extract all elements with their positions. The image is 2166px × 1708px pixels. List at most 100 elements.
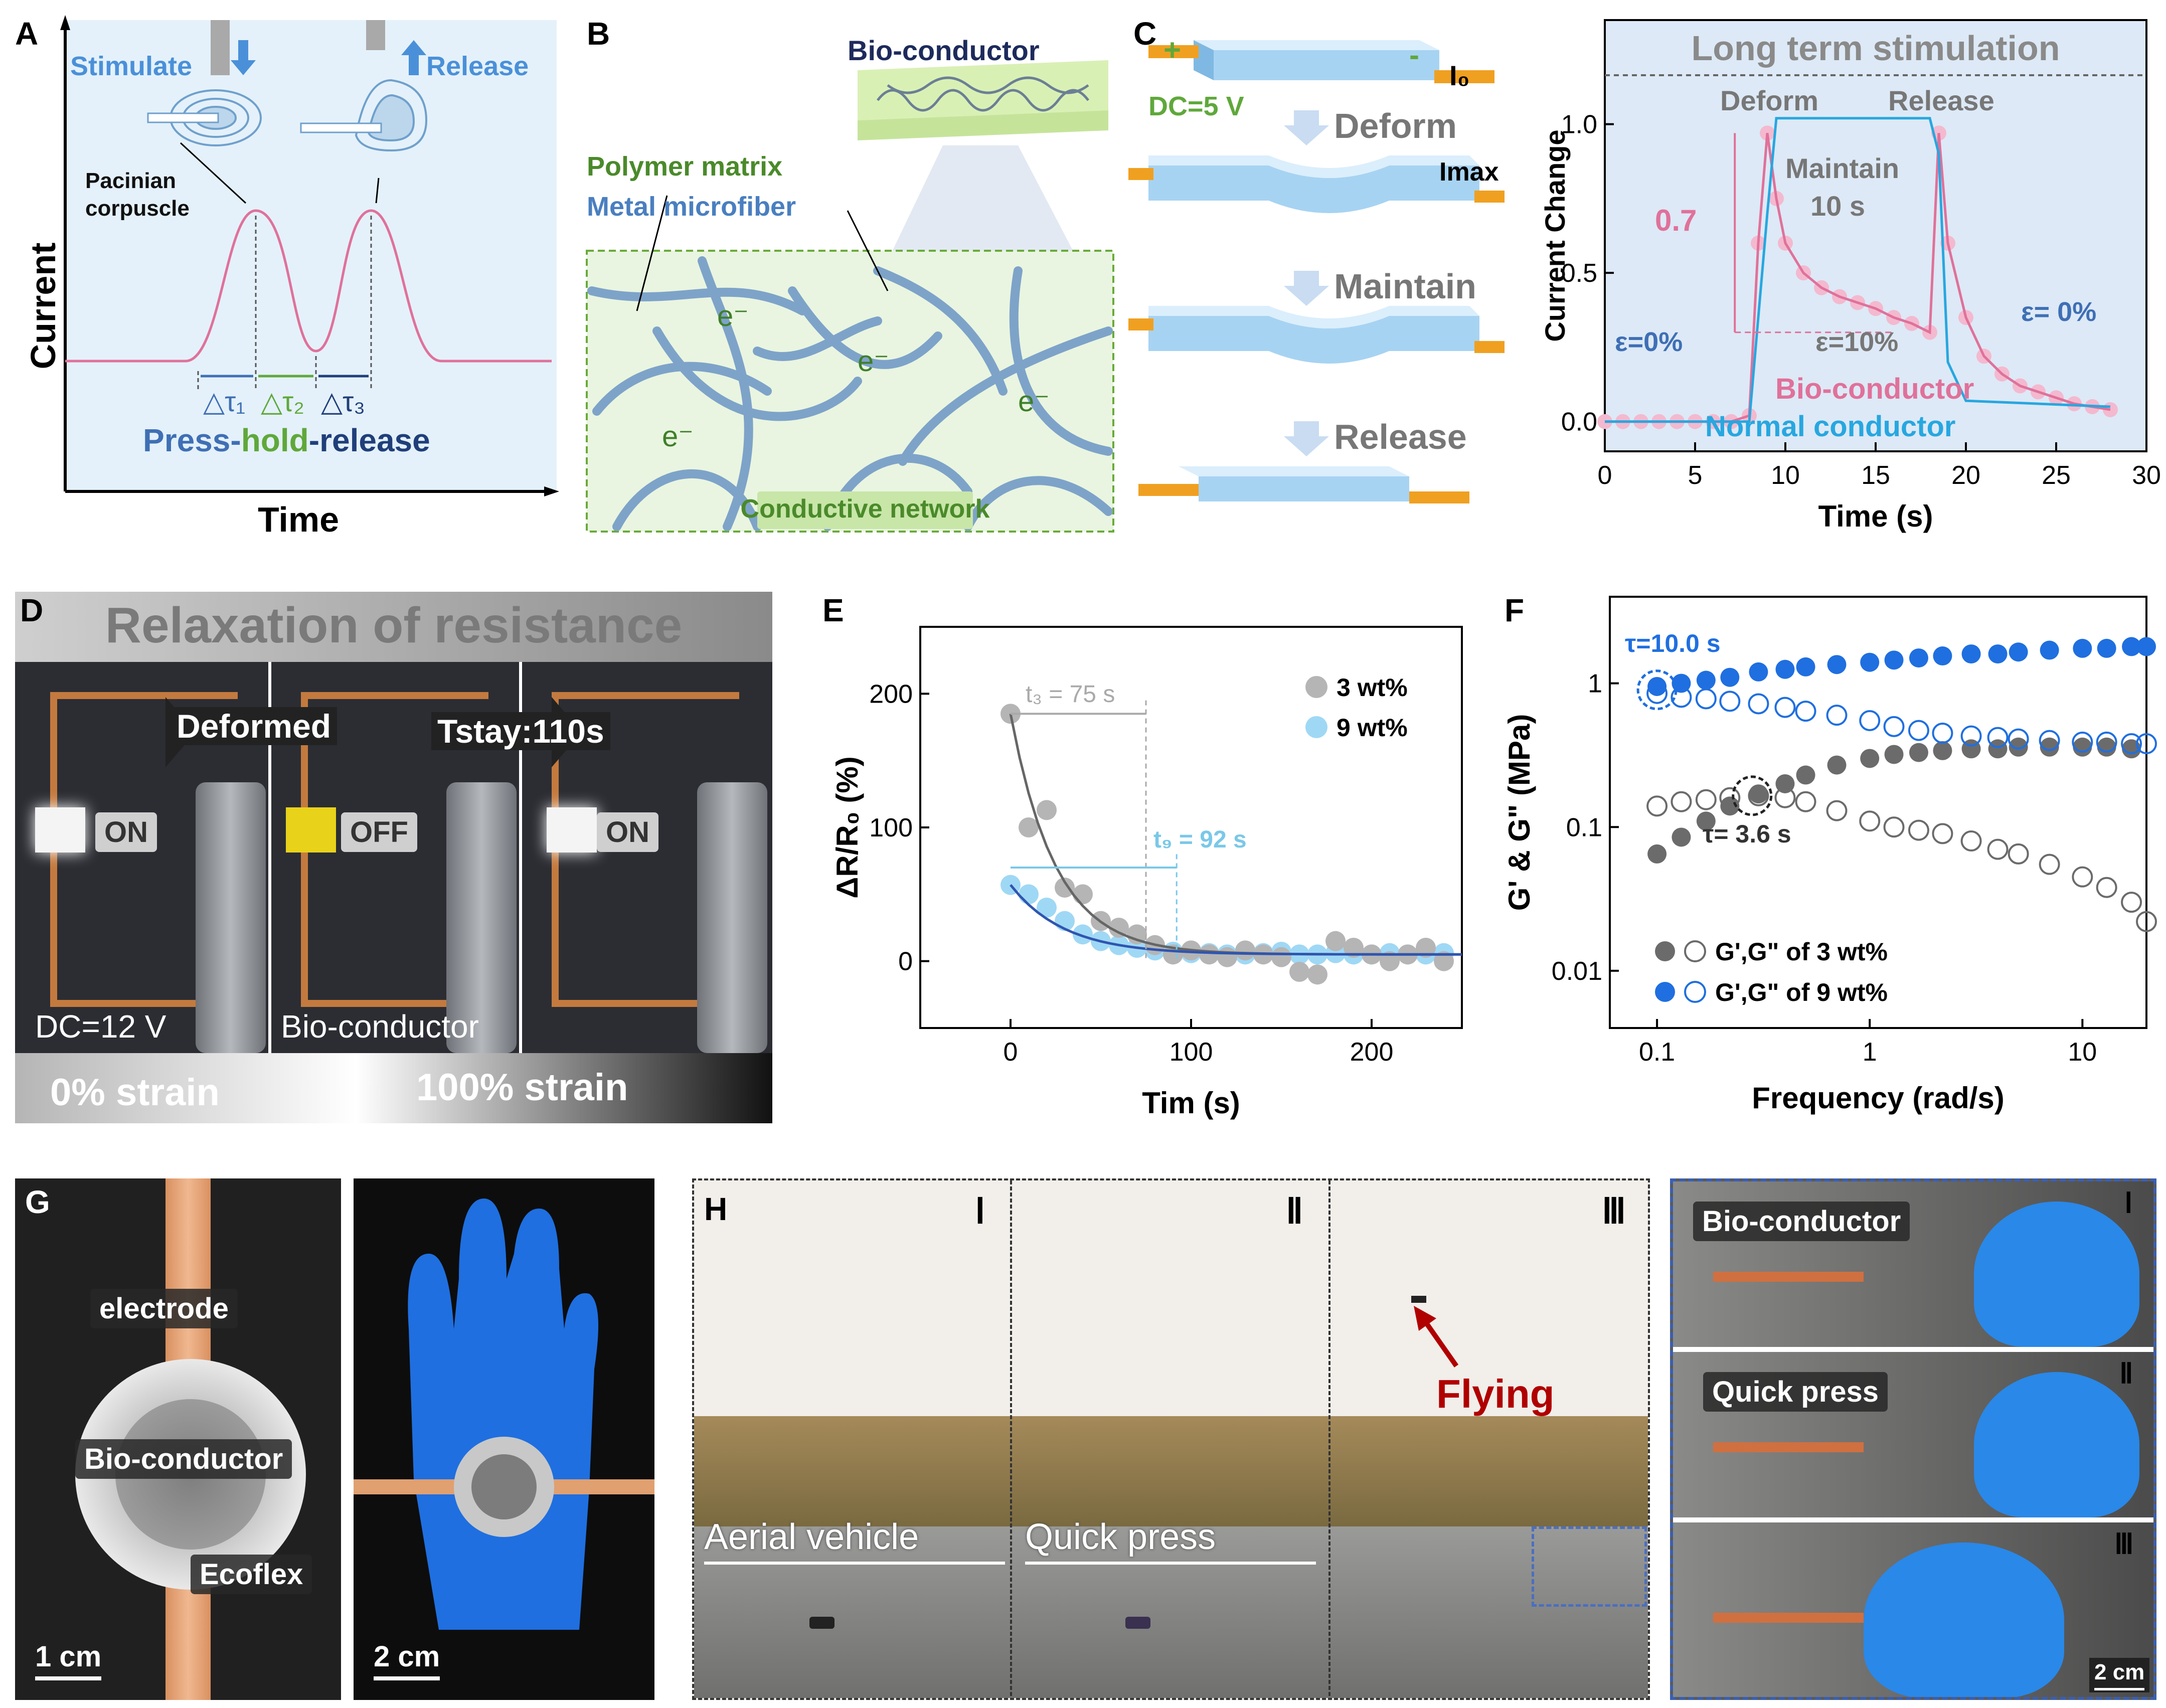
f-point-series-2: [2009, 642, 2028, 662]
e-point-3wt: [1073, 884, 1093, 905]
f-point-series-3: [1960, 725, 1982, 747]
f-legend-3: G',G" of 3 wt%: [1715, 938, 1888, 966]
c2-eps0b: ε= 0%: [2021, 297, 2096, 327]
c2-eps10: ε=10%: [1815, 327, 1898, 357]
f-point-series-2: [1720, 667, 1740, 687]
f-point-series-1: [1774, 787, 1796, 808]
g-scale-2: 2 cm: [374, 1640, 440, 1680]
f-point-series-2: [1988, 644, 2008, 664]
c2-xtick-label: 5: [1688, 461, 1703, 490]
e-point-3wt: [1055, 878, 1075, 898]
e-point-3wt: [1109, 918, 1129, 938]
f-point-series-0: [1860, 749, 1880, 768]
stimulate-label: Stimulate: [70, 51, 192, 81]
e-xtick-label: 0: [1004, 1038, 1018, 1067]
d-deformed: Deformed: [171, 707, 338, 745]
h-quick2: Quick press: [1703, 1372, 1888, 1412]
d-title: Relaxation of resistance: [105, 597, 683, 653]
f-point-series-2: [1796, 657, 1815, 676]
d-100-strain: 100% strain: [416, 1066, 628, 1109]
f-point-series-0: [2009, 737, 2028, 757]
f-point-series-0: [1884, 745, 1904, 764]
e-xlabel: Tim (s): [1142, 1086, 1240, 1120]
h-roman-3: Ⅲ: [1602, 1191, 1626, 1231]
electron-label-3: e⁻: [1018, 385, 1050, 418]
corpuscle-label-2: corpuscle: [85, 196, 190, 221]
f-point-series-3: [1719, 691, 1741, 712]
d-tstay: Tstay:110s: [431, 712, 610, 750]
f-point-series-3: [2136, 733, 2157, 755]
d-bio-label: Bio-conductor: [281, 1008, 479, 1045]
g-scale-1: 1 cm: [35, 1640, 102, 1680]
electron-label-2: e⁻: [858, 345, 889, 378]
c2-release: Release: [1888, 85, 1994, 116]
f-point-series-1: [1695, 789, 1717, 810]
f-ytick-label: 0.01: [1552, 957, 1602, 986]
c2-maintain: Maintain: [1785, 152, 1899, 184]
f-point-series-1: [1987, 838, 2009, 860]
e-point-9wt: [1019, 884, 1039, 905]
e-point-3wt: [1019, 817, 1039, 837]
panel-label-b: B: [587, 16, 610, 52]
f-point-series-3: [2096, 731, 2117, 753]
f-point-series-3: [2039, 730, 2060, 751]
f-point-series-0: [1827, 755, 1847, 775]
panel-b-diagram: Bio-conductor Polymer matrix Metal micro…: [586, 35, 1114, 533]
f-point-series-0: [1796, 765, 1815, 785]
e-point-3wt: [1307, 964, 1327, 985]
panel-h-photos: H Ⅰ Ⅱ Ⅲ Aerial vehicle Quick press Flyin…: [692, 1178, 1650, 1700]
f-point-series-1: [1826, 800, 1848, 821]
c2-legend-bio: Bio-conductor: [1775, 373, 1974, 405]
c2-xlabel: Time (s): [1818, 499, 1933, 533]
f-point-series-1: [1883, 816, 1905, 838]
f-point-series-0: [2040, 737, 2059, 757]
f-point-series-3: [1859, 710, 1881, 732]
maintain-step: Maintain: [1334, 267, 1476, 306]
h-flying: Flying: [1436, 1372, 1555, 1416]
f-point-series-3: [1908, 720, 1929, 741]
c2-deform: Deform: [1720, 85, 1818, 116]
h-close-2: Ⅱ: [2119, 1357, 2133, 1389]
panel-g-photo-1: G electrode Bio-conductor Ecoflex 1 cm: [15, 1178, 341, 1700]
electron-label-4: e⁻: [662, 420, 694, 453]
f-point-series-0: [1647, 844, 1667, 864]
panel-g-photo-2: 2 cm: [354, 1178, 654, 1700]
d-off: OFF: [341, 812, 417, 852]
f-point-series-2: [1961, 644, 1981, 664]
e-point-3wt: [1380, 951, 1400, 971]
e-point-3wt: [1127, 924, 1147, 945]
f-point-series-2: [1696, 670, 1716, 690]
h-roman-2: Ⅱ: [1286, 1191, 1303, 1231]
f-point-series-3: [1671, 687, 1692, 708]
f-point-series-3: [2072, 731, 2093, 753]
f-point-series-3: [1826, 705, 1848, 726]
e-point-3wt: [1325, 931, 1346, 951]
e-point-3wt: [1434, 951, 1454, 971]
f-xtick-label: 1: [1863, 1038, 1877, 1067]
e-legend-9: 9 wt%: [1337, 714, 1408, 742]
corpuscle-label-1: Pacinian: [85, 168, 176, 193]
f-point-series-1: [2072, 866, 2093, 888]
e-point-3wt: [1199, 944, 1219, 965]
h-close-3: Ⅲ: [2114, 1528, 2134, 1560]
c2-ytick-label: 1.0: [1561, 110, 1597, 139]
f-point-series-0: [1672, 827, 1691, 847]
e-point-3wt: [1037, 800, 1057, 820]
f-point-series-3: [1695, 688, 1717, 710]
f-point-series-3: [2008, 728, 2029, 750]
f-point-series-1: [1795, 791, 1816, 812]
g-ecoflex: Ecoflex: [191, 1555, 312, 1594]
f-point-series-1: [1932, 823, 1953, 844]
panel-label-d: D: [20, 592, 44, 628]
e-point-3wt: [1416, 938, 1436, 958]
f-point-series-1: [1908, 819, 1929, 841]
d-on-2: ON: [597, 812, 658, 852]
f-point-series-3: [1646, 682, 1668, 704]
e-point-3wt: [1217, 947, 1237, 967]
e-point-3wt: [1271, 947, 1291, 967]
f-point-series-3: [1748, 693, 1769, 715]
electron-label-1: e⁻: [717, 300, 749, 332]
f-ytick-label: 0.1: [1566, 813, 1602, 842]
f-point-series-0: [1909, 743, 1928, 762]
f-xtick-label: 0.1: [1639, 1038, 1675, 1067]
